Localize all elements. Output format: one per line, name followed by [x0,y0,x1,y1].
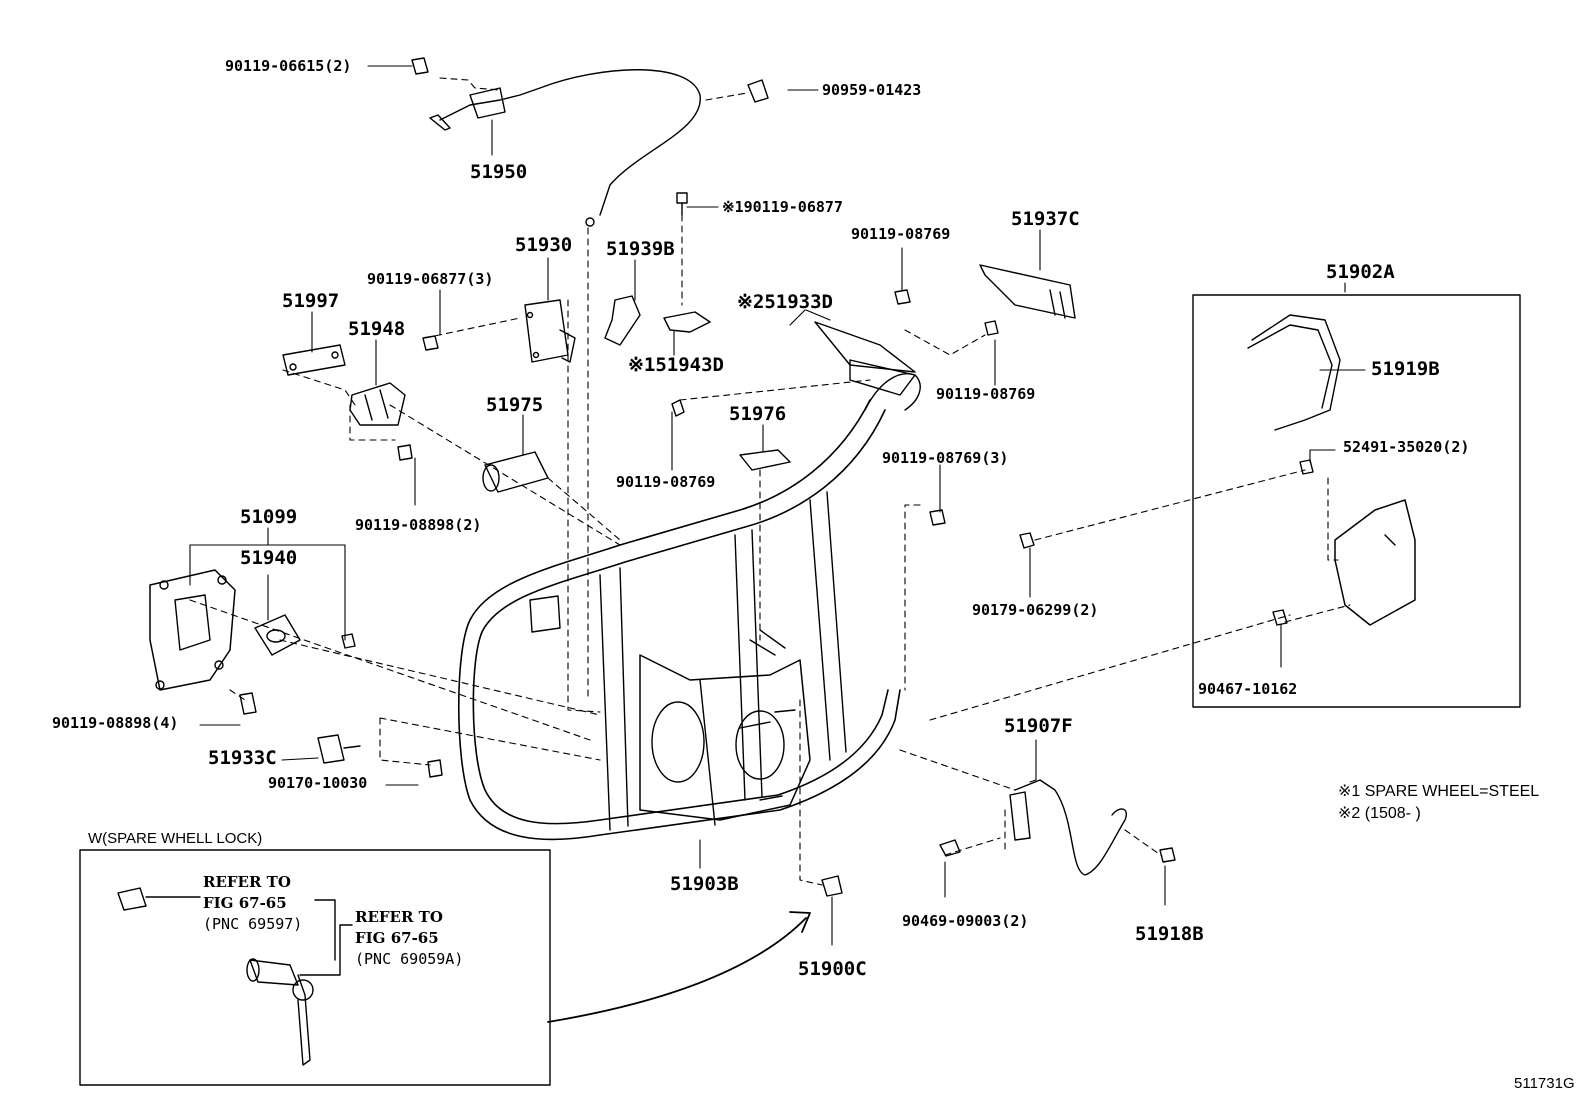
latch-assembly-51930 [524,299,576,363]
inset-ref1-line1: REFER TO [203,873,291,891]
part-51950-cable [429,69,701,227]
label-51930: 51930 [515,234,573,256]
part-51976 [739,449,791,471]
inset-ref1-line3: (PNC 69597) [203,915,303,933]
label-51933C: 51933C [208,747,277,769]
part-51997 [282,344,346,376]
label-51099: 51099 [240,506,298,528]
label-90469-09003: 90469-09003(2) [902,912,1029,930]
label-90959-01423: 90959-01423 [822,81,922,99]
label-51975: 51975 [486,394,544,416]
label-90119-06615: 90119-06615(2) [225,57,352,75]
inset-ref2-line1: REFER TO [355,908,443,926]
label-90119-08769-3: 90119-08769(3) [882,449,1009,467]
label-51918B: 51918B [1135,923,1204,945]
label-51900C: 51900C [798,958,867,980]
label-51902A: 51902A [1326,261,1395,283]
note-spare-wheel: ※1 SPARE WHEEL=STEEL [1338,783,1540,800]
label-90119-06877-3: 90119-06877(3) [367,270,494,288]
label-90119-08769-mid: 90119-08769 [616,473,716,491]
dashed-leaders [189,77,1351,886]
label-90170-10030: 90170-10030 [268,774,368,792]
label-90119-08898-4: 90119-08898(4) [52,714,179,732]
label-90467-10162: 90467-10162 [1198,680,1298,698]
tire-carrier-frame [457,321,921,841]
part-51948 [349,382,406,426]
inset-drawing [117,887,811,1066]
group-box-51902A [1192,294,1521,708]
label-51997: 51997 [282,290,340,312]
label-51976: 51976 [729,403,787,425]
label-51907F: 51907F [1004,715,1073,737]
label-90119-08898-2: 90119-08898(2) [355,516,482,534]
part-51099-plate [149,569,236,691]
part-51975 [482,451,549,493]
label-51937C: 51937C [1011,208,1080,230]
carrier-center-plate [639,629,811,826]
note-date-range: ※2 (1508- ) [1338,805,1421,822]
figure-id: 511731G [1514,1075,1575,1092]
label-51933D: ※251933D [737,291,833,313]
label-51939B: 51939B [606,238,675,260]
callout-leaders [189,65,1366,946]
label-90119-08769-top: 90119-08769 [851,225,951,243]
label-51940: 51940 [240,547,298,569]
part-51907F [1009,779,1127,876]
label-51948: 51948 [348,318,406,340]
label-90179-06299: 90179-06299(2) [972,601,1099,619]
label-90119-08769-right: 90119-08769 [936,385,1036,403]
inset-ref2-line3: (PNC 69059A) [355,950,464,968]
part-51902A-group [1247,314,1416,626]
inset-title: W(SPARE WHELL LOCK) [88,830,263,847]
label-51943D: ※151943D [628,354,724,376]
label-51950: 51950 [470,161,528,183]
inset-box [79,849,551,1086]
part-51939B [604,295,711,346]
label-51903B: 51903B [670,873,739,895]
part-51937C [979,264,1076,319]
part-51933C [317,734,361,764]
inset-ref2-line2: FIG 67-65 [355,929,439,947]
inset-ref1-line2: FIG 67-65 [203,894,287,912]
part-51940-striker [254,614,301,656]
label-52491-35020: 52491-35020(2) [1343,438,1470,456]
label-51919B: 51919B [1371,358,1440,380]
label-90119-06877-note1: ※190119-06877 [722,198,843,216]
